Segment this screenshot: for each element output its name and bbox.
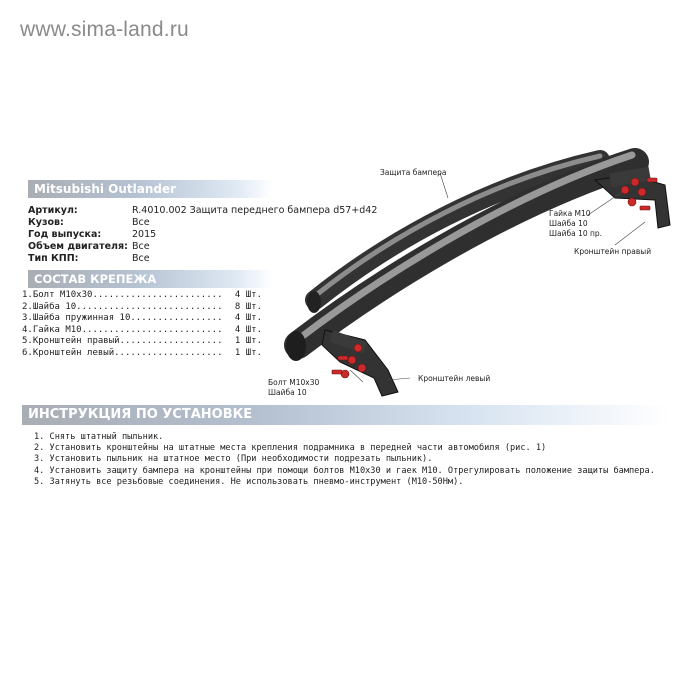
- spec-value: Все: [132, 253, 150, 264]
- kit-list: 1.Болт М10х30......................... 4 …: [22, 290, 262, 359]
- list-item: 5.Кронштейн правый.................... 1 …: [22, 336, 262, 348]
- upper-tube-highlight: [312, 153, 603, 299]
- kit-item-name: 6.Кронштейн левый.....................: [22, 347, 224, 358]
- label-bracket-right: Кронштейн правый: [574, 247, 652, 256]
- instruction-item: 5. Затянуть все резьбовые соединения. Не…: [34, 476, 464, 487]
- kit-item-qty: 1 Шт.: [234, 347, 262, 358]
- specs-table: Артикул: R.4010.002 Защита переднего бамп…: [28, 205, 377, 265]
- spec-key: Тип КПП:: [28, 253, 79, 264]
- leader-lines: [349, 172, 646, 383]
- list-item: 2.Шайба 10............................ 8 …: [22, 302, 262, 314]
- kit-item-qty: 1 Шт.: [234, 336, 262, 346]
- instructions-title: ИНСТРУКЦИЯ ПО УСТАНОВКЕ: [28, 407, 253, 422]
- left-bracket: [321, 329, 399, 397]
- spec-value: Все: [132, 217, 150, 228]
- kit-title: СОСТАВ КРЕПЕЖА: [34, 272, 157, 286]
- spec-key: Объем двигателя:: [28, 241, 128, 252]
- label-washer-left: Шайба 10: [268, 388, 307, 397]
- spec-row: Объем двигателя: Все: [28, 241, 377, 253]
- instruction-item: 2. Установить кронштейны на штатные мест…: [34, 443, 547, 454]
- kit-item-qty: 4 Шт.: [234, 313, 262, 323]
- kit-item-name: 5.Кронштейн правый....................: [22, 336, 224, 346]
- list-item: 3.Шайба пружинная 10.................. 4 …: [22, 313, 262, 325]
- model-title-bar: Mitsubishi Outlander: [28, 180, 273, 198]
- right-fasteners: [620, 177, 658, 211]
- right-bracket: [593, 166, 671, 229]
- kit-item-name: 4.Гайка М10...........................: [22, 324, 224, 335]
- spec-value: R.4010.002 Защита переднего бампера d57+…: [132, 205, 378, 216]
- spec-value: 2015: [132, 229, 157, 240]
- list-item: 6.Кронштейн левый..................... 1 …: [22, 348, 262, 360]
- left-fasteners: [331, 343, 367, 379]
- spec-value: Все: [132, 241, 150, 252]
- list-item: 4.Гайка М10........................... 4 …: [22, 325, 262, 337]
- list-item: 1.Болт М10х30......................... 4 …: [22, 290, 262, 302]
- label-bumper: Защита бампера: [380, 168, 447, 177]
- instruction-item: 3. Установить пыльник на штатное место (…: [34, 454, 433, 465]
- tube-end-cap: [286, 331, 306, 361]
- spec-row: Год выпуска: 2015: [28, 229, 377, 241]
- lower-tube-highlight: [296, 151, 636, 342]
- label-washer-spring: Шайба 10 пр.: [549, 229, 603, 238]
- instruction-item: 1. Снять штатный пыльник.: [34, 432, 164, 442]
- spec-row: Кузов: Все: [28, 217, 377, 229]
- spec-key: Артикул:: [28, 205, 78, 216]
- label-washer: Шайба 10: [549, 219, 588, 228]
- instruction-item: 4. Установить защиту бампера на кронштей…: [34, 465, 655, 476]
- kit-item-qty: 8 Шт.: [234, 301, 262, 312]
- kit-title-bar: СОСТАВ КРЕПЕЖА: [28, 270, 273, 288]
- lower-tube: [284, 148, 649, 359]
- upper-tube: [305, 150, 610, 310]
- spec-key: Год выпуска:: [28, 229, 102, 240]
- spec-row: Артикул: R.4010.002 Защита переднего бамп…: [28, 205, 377, 217]
- label-nut: Гайка М10: [549, 209, 591, 218]
- watermark: www.sima-land.ru: [20, 18, 189, 41]
- kit-item-qty: 4 Шт.: [234, 290, 262, 300]
- kit-item-name: 1.Болт М10х30.........................: [22, 290, 224, 300]
- spec-key: Кузов:: [28, 217, 64, 228]
- model-title: Mitsubishi Outlander: [34, 182, 177, 196]
- kit-item-name: 2.Шайба 10............................: [22, 301, 224, 312]
- kit-item-name: 3.Шайба пружинная 10..................: [22, 313, 224, 323]
- bumper-guard-illustration: [284, 148, 671, 397]
- label-bracket-left: Кронштейн левый: [418, 374, 491, 383]
- instructions-list: 1. Снять штатный пыльник. 2. Установить …: [24, 432, 674, 488]
- instructions-title-bar: ИНСТРУКЦИЯ ПО УСТАНОВКЕ: [22, 405, 670, 425]
- label-bolt: Болт М10х30: [268, 378, 320, 387]
- spec-row: Тип КПП: Все: [28, 253, 377, 265]
- kit-item-qty: 4 Шт.: [234, 324, 262, 335]
- tube-end-cap: [307, 291, 321, 313]
